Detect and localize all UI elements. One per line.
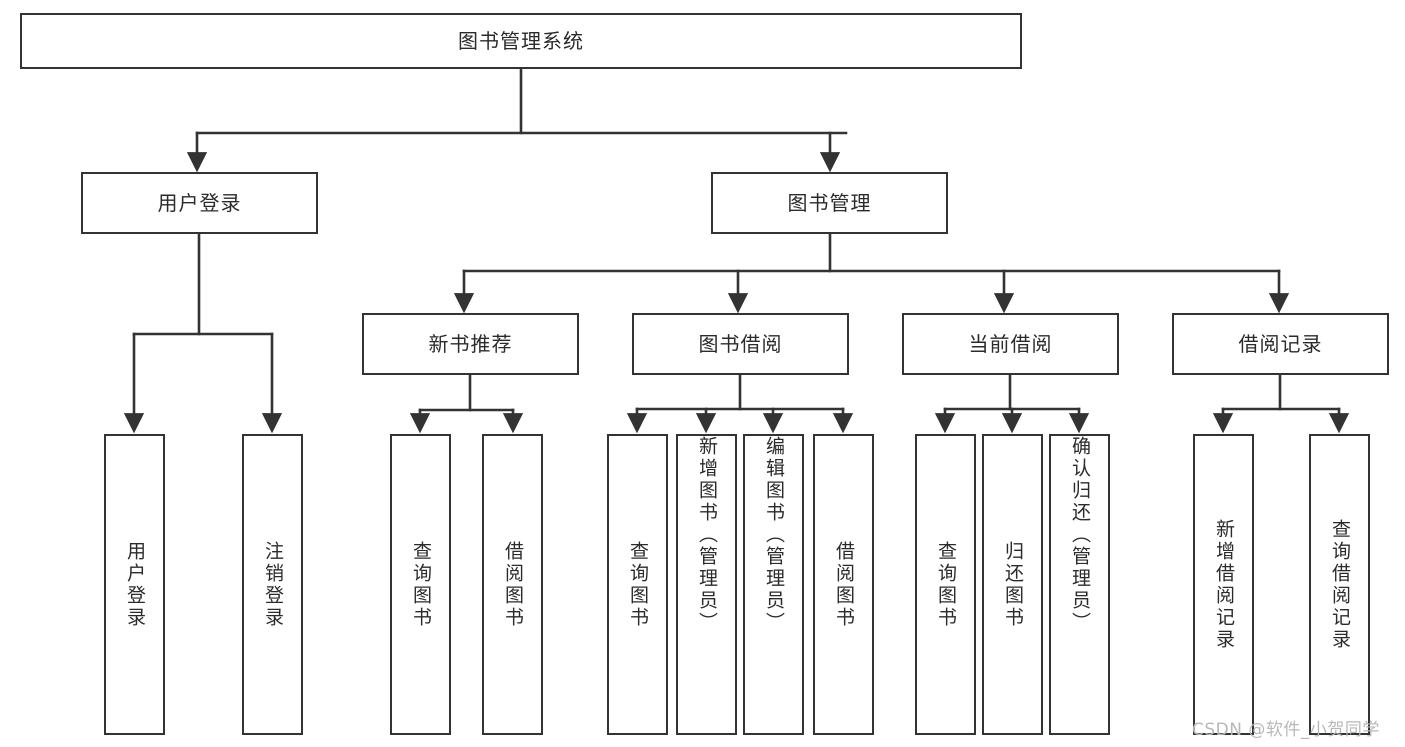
node-leaf-query-record-label: 查询借阅记录 — [1329, 518, 1351, 651]
node-book-manage[interactable]: 图书管理 — [711, 172, 948, 234]
node-root[interactable]: 图书管理系统 — [20, 13, 1022, 69]
node-leaf-query-book-3-label: 查询图书 — [935, 540, 957, 629]
node-leaf-add-book[interactable]: 新增图书（管理员） — [676, 434, 737, 735]
node-leaf-borrow-book-2[interactable]: 借阅图书 — [813, 434, 874, 735]
csdn-watermark: CSDN @软件_小贺同学 — [1192, 720, 1380, 740]
node-book-borrow[interactable]: 图书借阅 — [632, 313, 849, 375]
node-leaf-add-record-label: 新增借阅记录 — [1213, 518, 1235, 651]
node-leaf-query-book-1[interactable]: 查询图书 — [390, 434, 451, 735]
node-leaf-return-book-label: 归还图书 — [1002, 540, 1024, 629]
node-current-borrow-label: 当前借阅 — [968, 331, 1053, 356]
node-leaf-add-record[interactable]: 新增借阅记录 — [1193, 434, 1254, 735]
node-leaf-query-book-1-label: 查询图书 — [410, 540, 432, 629]
node-user-login[interactable]: 用户登录 — [81, 172, 318, 234]
node-leaf-confirm-return[interactable]: 确认归还（管理员） — [1049, 434, 1110, 735]
node-borrow-record-label: 借阅记录 — [1238, 331, 1323, 356]
node-book-borrow-label: 图书借阅 — [698, 331, 783, 356]
node-leaf-add-book-label: 新增图书（管理员） — [696, 436, 718, 634]
node-leaf-query-record[interactable]: 查询借阅记录 — [1309, 434, 1370, 735]
node-new-book-rec-label: 新书推荐 — [428, 331, 513, 356]
node-leaf-confirm-return-label: 确认归还（管理员） — [1069, 436, 1091, 634]
node-leaf-borrow-book-2-label: 借阅图书 — [833, 540, 855, 629]
node-leaf-user-login[interactable]: 用户登录 — [104, 434, 165, 735]
node-user-login-label: 用户登录 — [157, 190, 242, 215]
node-book-manage-label: 图书管理 — [787, 190, 872, 215]
node-leaf-logout[interactable]: 注销登录 — [242, 434, 303, 735]
node-current-borrow[interactable]: 当前借阅 — [902, 313, 1119, 375]
node-leaf-query-book-2-label: 查询图书 — [627, 540, 649, 629]
node-leaf-edit-book[interactable]: 编辑图书（管理员） — [743, 434, 804, 735]
node-leaf-borrow-book-1[interactable]: 借阅图书 — [482, 434, 543, 735]
node-root-label: 图书管理系统 — [458, 28, 584, 53]
node-leaf-borrow-book-1-label: 借阅图书 — [502, 540, 524, 629]
node-borrow-record[interactable]: 借阅记录 — [1172, 313, 1389, 375]
node-leaf-query-book-2[interactable]: 查询图书 — [607, 434, 668, 735]
node-leaf-query-book-3[interactable]: 查询图书 — [915, 434, 976, 735]
node-leaf-user-login-label: 用户登录 — [124, 540, 146, 629]
node-leaf-logout-label: 注销登录 — [262, 540, 284, 629]
node-leaf-edit-book-label: 编辑图书（管理员） — [763, 436, 785, 634]
node-new-book-rec[interactable]: 新书推荐 — [362, 313, 579, 375]
node-leaf-return-book[interactable]: 归还图书 — [982, 434, 1043, 735]
